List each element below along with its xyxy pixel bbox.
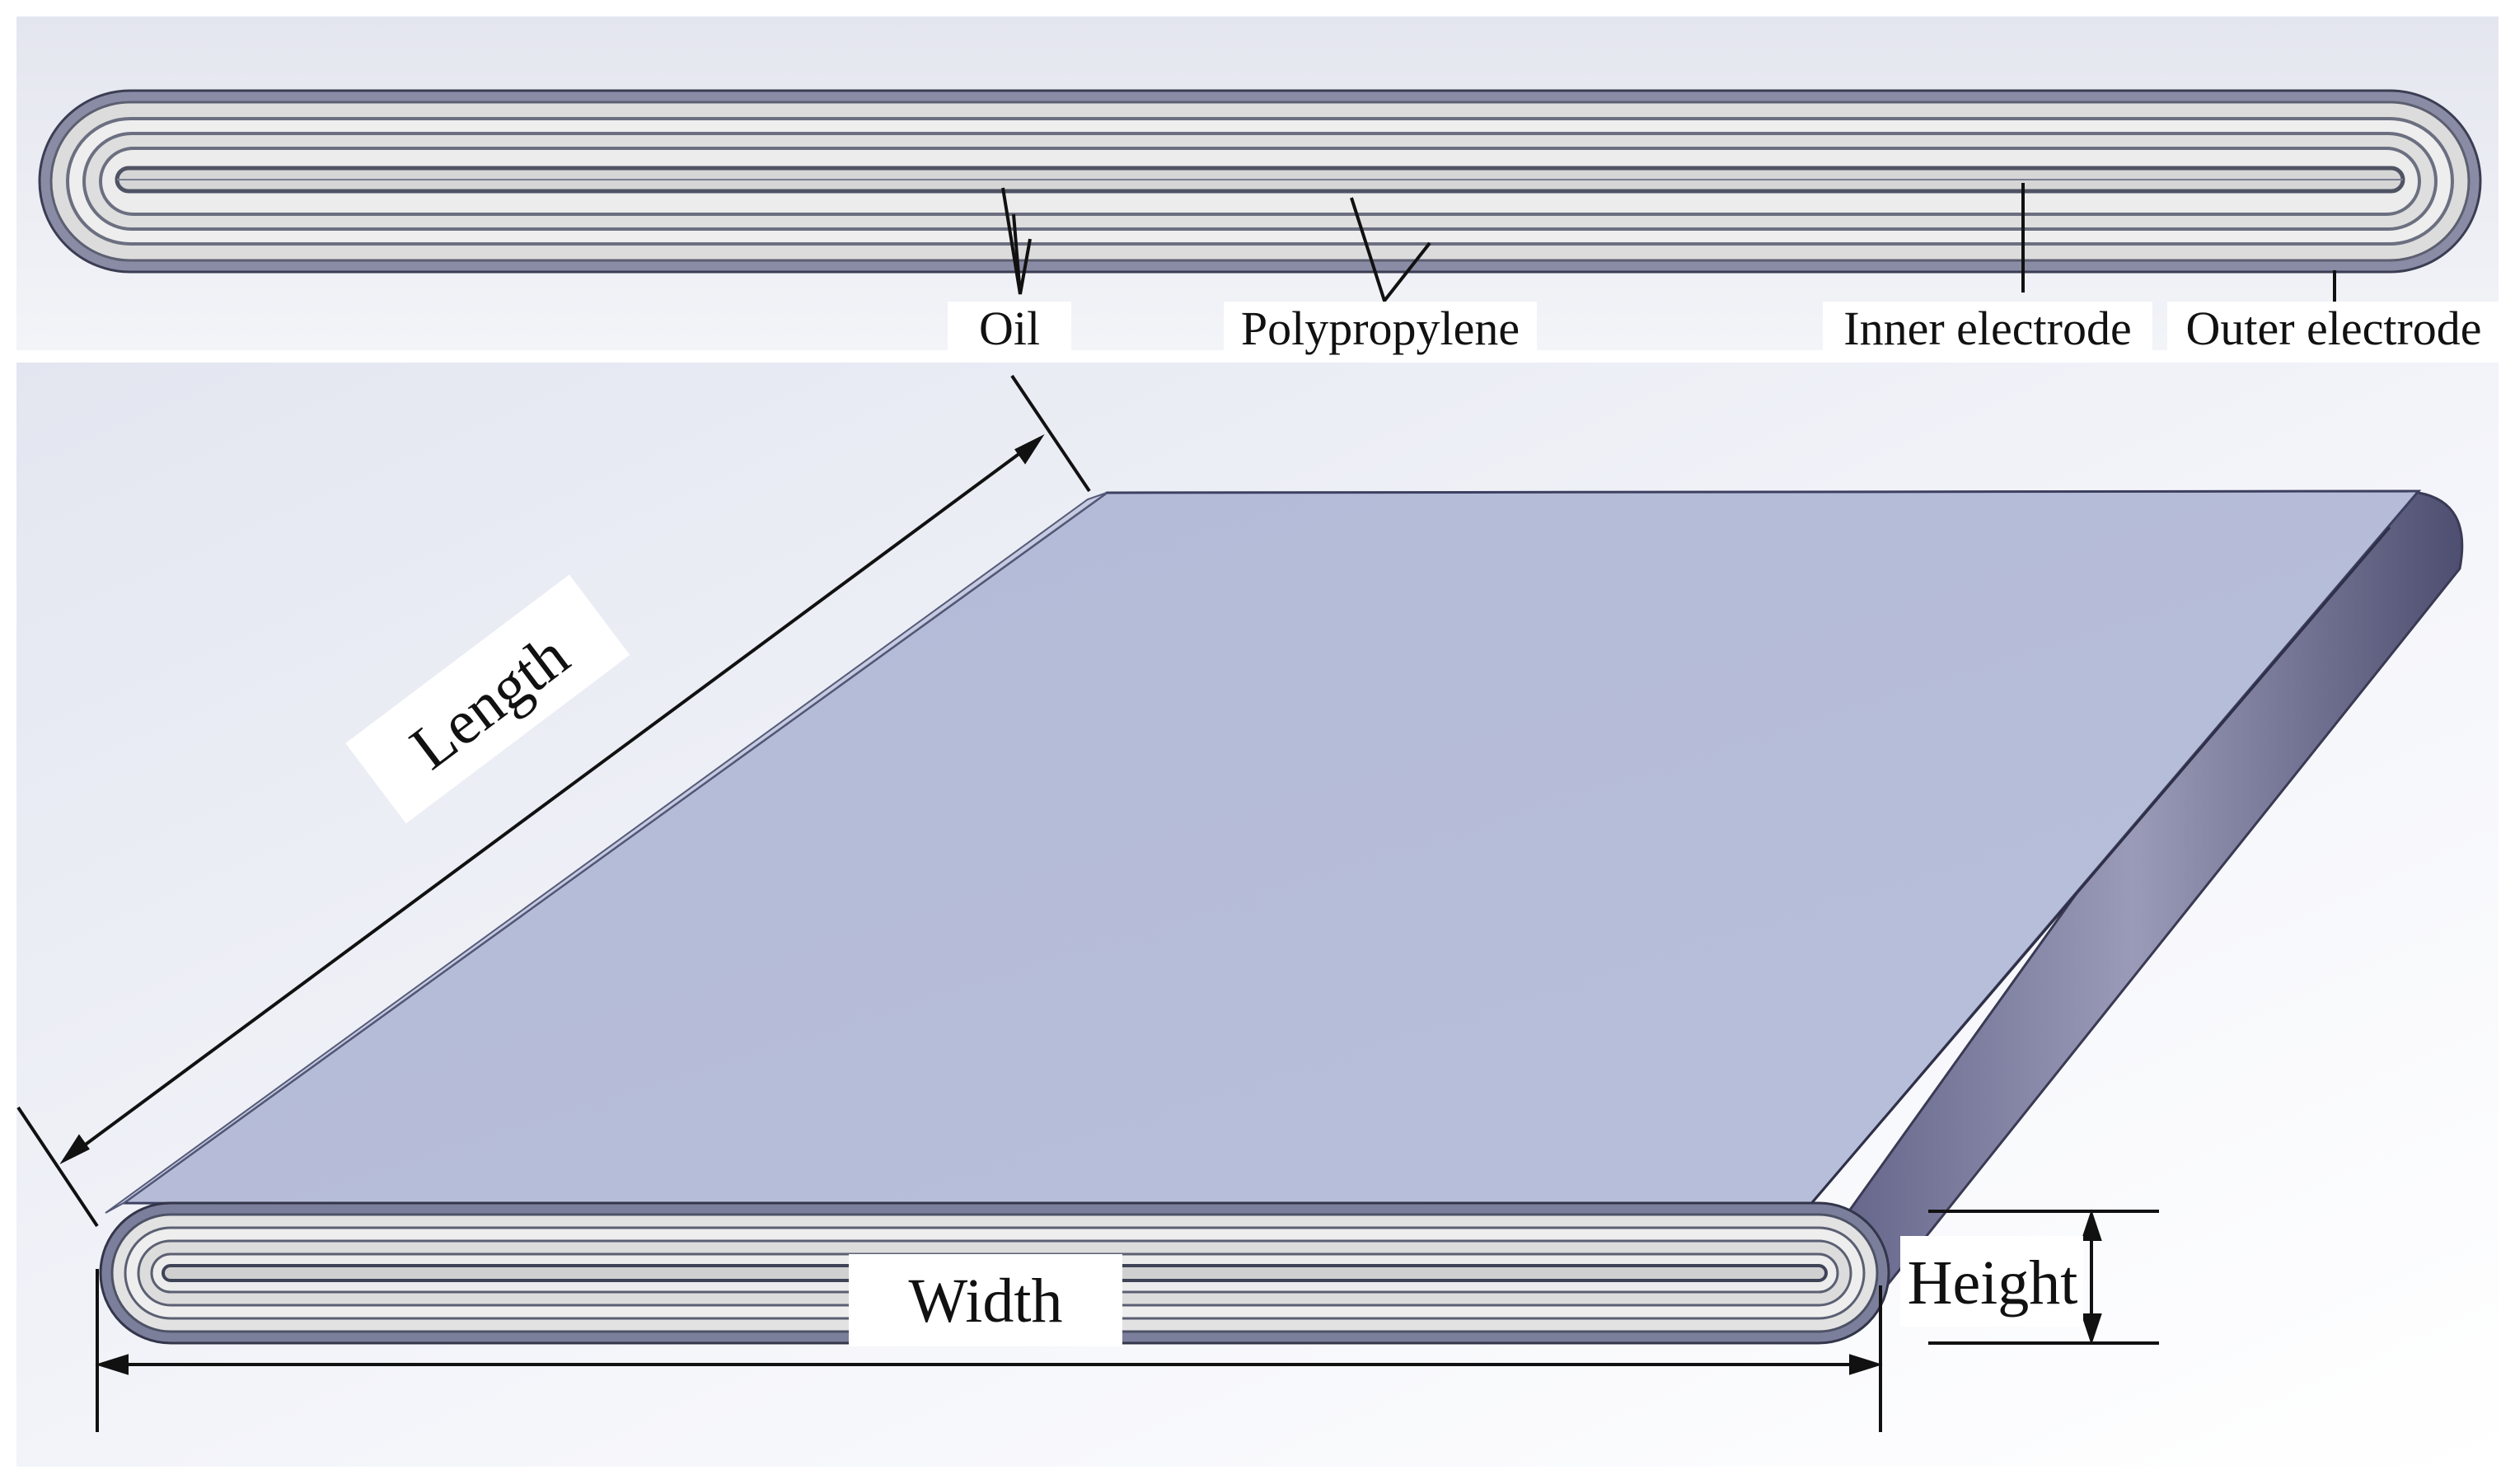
height-label-box: [1900, 1236, 2083, 1327]
polypropylene-label: Polypropylene: [1241, 302, 1520, 355]
polypropylene-leader: [1350, 197, 1431, 305]
height-arrow-top: [2081, 1209, 2102, 1241]
cross-section-view: Oil Polypropylene Inner electrode Outer …: [38, 89, 2501, 356]
inner-electrode-label-box: [1823, 302, 2152, 356]
oil-label: Oil: [979, 302, 1040, 355]
leader-lines: [1001, 183, 2336, 305]
left-bevel: [105, 492, 1108, 1214]
height-label: Height: [1908, 1248, 2078, 1318]
width-arrow-end: [1849, 1354, 1883, 1375]
oil-label-box: [948, 302, 1071, 356]
length-arrow-start: [59, 1134, 90, 1165]
right-crease: [1803, 527, 2391, 1212]
inner-electrode-label: Inner electrode: [1843, 302, 2131, 355]
width-label: Width: [909, 1266, 1063, 1336]
height-arrow-bottom: [2081, 1313, 2102, 1346]
outer-electrode-label-box: [2167, 302, 2501, 356]
outer-electrode-label: Outer electrode: [2185, 302, 2481, 355]
polypropylene-label-box: [1224, 302, 1537, 356]
length-arrow-end: [1014, 433, 1045, 465]
length-label-box: [345, 574, 630, 824]
oil-arrow-head: [1012, 213, 1032, 295]
width-arrow-start: [95, 1354, 129, 1375]
width-label-box: [849, 1254, 1122, 1346]
length-extension-top: [1010, 374, 1091, 493]
dimension-lines: [16, 374, 2159, 1432]
length-extension-bottom: [16, 1106, 99, 1228]
length-dimension-line: [63, 437, 1042, 1162]
